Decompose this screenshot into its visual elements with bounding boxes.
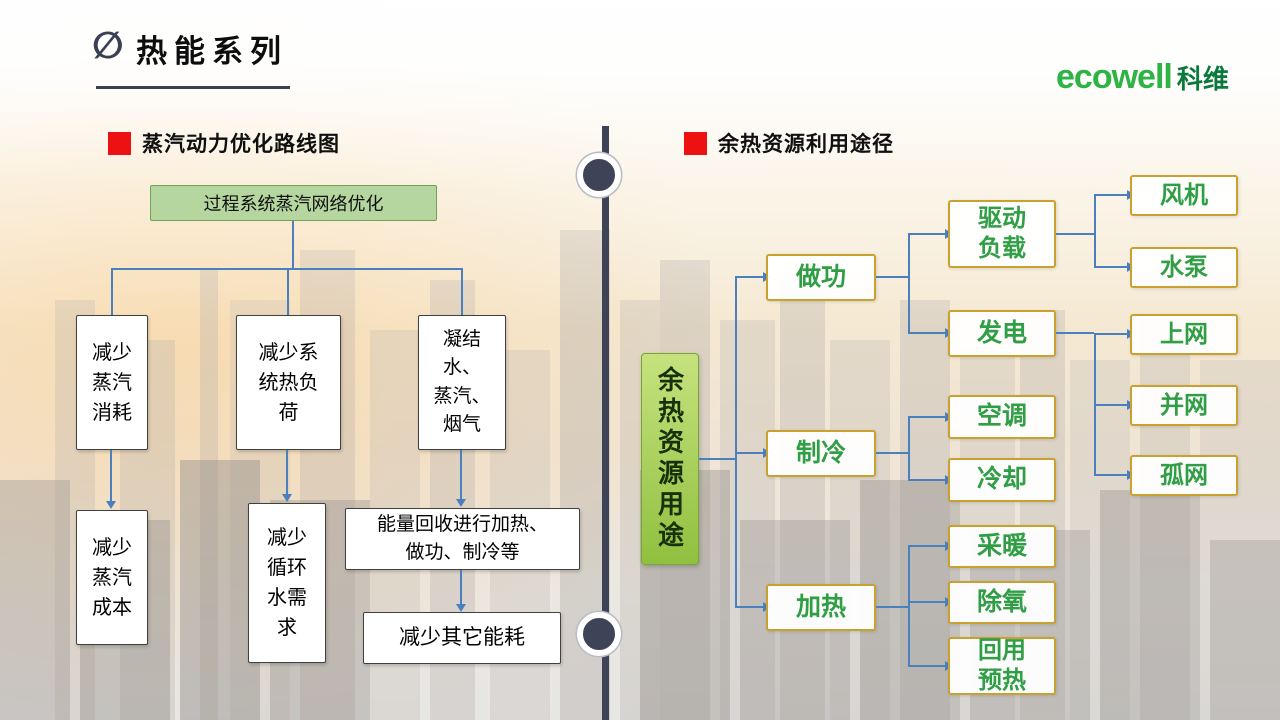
node-cooling: 冷却 [948, 458, 1056, 502]
left-section-title: 蒸汽动力优化路线图 [142, 133, 340, 156]
down-arrow [456, 570, 466, 612]
connector-line [876, 606, 908, 608]
node-power-gen: 发电 [948, 310, 1056, 357]
red-square-bullet-icon [684, 131, 707, 155]
connector-line [1056, 233, 1094, 235]
left-root-node: 过程系统蒸汽网络优化 [150, 185, 437, 221]
node-deaeration: 除氧 [948, 581, 1056, 624]
node-work: 做功 [766, 254, 876, 301]
page-title: 热能系列 [136, 34, 288, 69]
node-pump: 水泵 [1130, 247, 1238, 288]
node-reduce-system-heat-load: 减少系 统热负 荷 [236, 315, 341, 450]
connector-line [876, 452, 908, 454]
right-arrow [735, 276, 764, 278]
connector-line [699, 458, 735, 460]
connector-line [908, 545, 910, 666]
right-arrow [908, 332, 946, 334]
node-island-grid: 孤网 [1130, 455, 1238, 496]
node-grid-feed: 上网 [1130, 314, 1238, 355]
node-reuse-preheat: 回用 预热 [948, 637, 1056, 695]
node-fan: 风机 [1130, 175, 1238, 216]
node-condensate-steam-fluegas: 凝结 水、 蒸汽、 烟气 [418, 315, 506, 450]
node-energy-recovery: 能量回收进行加热、 做功、制冷等 [345, 508, 580, 570]
connector-line [1056, 332, 1094, 334]
node-reduce-steam-use: 减少 蒸汽 消耗 [76, 315, 148, 450]
down-arrow [106, 450, 116, 509]
empty-set-icon: ∅ [92, 25, 124, 66]
divider-line [602, 126, 609, 720]
brand-logo: ecowell 科维 [1056, 58, 1229, 97]
connector-line [1094, 194, 1096, 267]
right-arrow [1094, 404, 1128, 406]
connector-line [876, 276, 908, 278]
down-arrow [282, 450, 292, 502]
node-space-heating: 采暖 [948, 525, 1056, 568]
connector-line [908, 233, 910, 334]
node-drive-load: 驱动 负载 [948, 200, 1056, 268]
node-reduce-other-energy: 减少其它能耗 [363, 612, 561, 664]
node-refrigeration: 制冷 [766, 430, 876, 477]
connector-line [461, 268, 463, 315]
right-arrow [908, 233, 946, 235]
right-arrow [1094, 194, 1128, 196]
connector-line [287, 268, 289, 315]
right-arrow [735, 452, 764, 454]
right-arrow [908, 545, 946, 547]
node-air-conditioning: 空调 [948, 395, 1056, 439]
right-arrow [1094, 333, 1128, 335]
connector-line [735, 276, 737, 608]
right-arrow [908, 601, 946, 603]
right-arrow [908, 479, 946, 481]
title-underline [96, 86, 290, 89]
brand-logo-en: ecowell [1056, 58, 1173, 96]
node-grid-connected: 并网 [1130, 385, 1238, 426]
connector-line [292, 221, 294, 268]
right-section-title: 余热资源利用途径 [718, 133, 894, 156]
right-root-node: 余热资源用途 [641, 353, 699, 565]
node-reduce-steam-cost: 减少 蒸汽 成本 [76, 510, 148, 645]
connector-line [908, 416, 910, 480]
right-arrow [1094, 474, 1128, 476]
right-arrow [908, 665, 946, 667]
divider-circle-top [577, 153, 621, 197]
right-section-header: 余热资源利用途径 [684, 128, 894, 158]
right-arrow [1094, 266, 1128, 268]
node-reduce-cooling-water-demand: 减少 循环 水需 求 [248, 503, 326, 663]
brand-logo-cn: 科维 [1176, 64, 1229, 94]
red-square-bullet-icon [108, 131, 131, 155]
node-heating: 加热 [766, 584, 876, 631]
divider-circle-bottom [577, 612, 621, 656]
connector-line [111, 268, 113, 315]
down-arrow [456, 450, 466, 507]
left-section-header: 蒸汽动力优化路线图 [108, 128, 340, 158]
right-arrow [735, 606, 764, 608]
right-arrow [908, 416, 946, 418]
